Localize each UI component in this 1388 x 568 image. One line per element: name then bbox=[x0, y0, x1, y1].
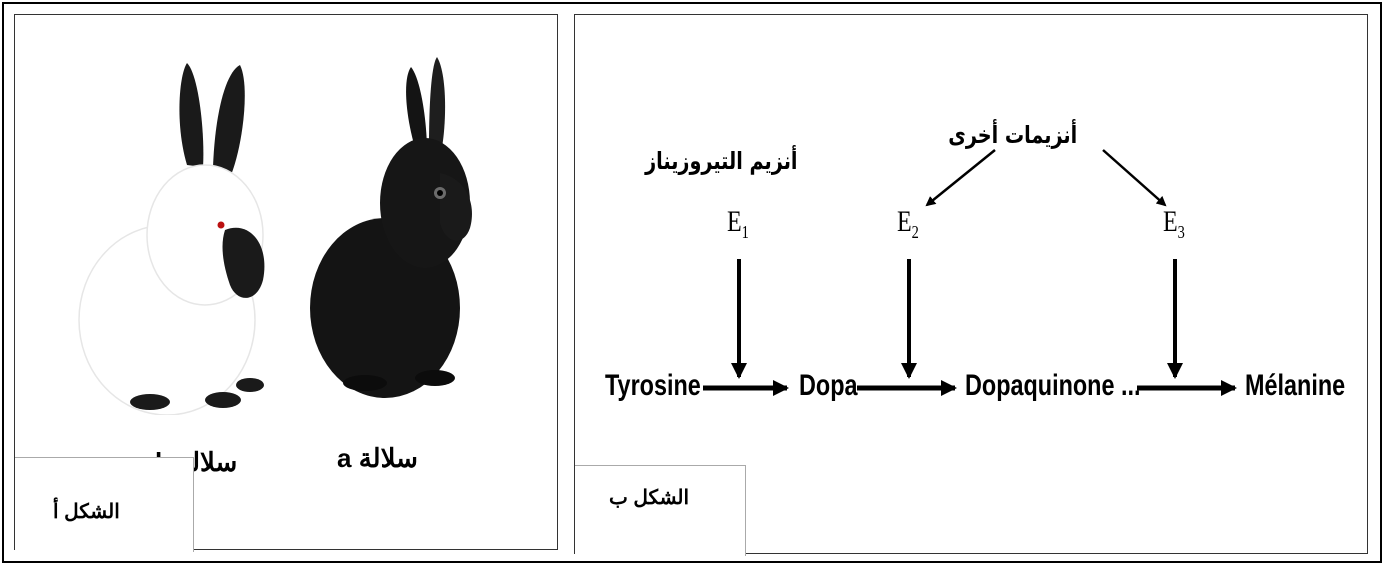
enzyme-e1-sub: 1 bbox=[741, 222, 749, 242]
enzyme-e3-letter: E bbox=[1163, 205, 1178, 238]
tyrosinase-label: أنزيم التيروزيناز bbox=[644, 147, 797, 175]
compound-dopa: Dopa bbox=[799, 369, 858, 402]
figure-b-caption-box bbox=[575, 465, 746, 556]
figure-b-caption: الشكل ب bbox=[609, 487, 690, 509]
compound-melanine: Mélanine bbox=[1245, 369, 1346, 402]
compound-tyrosine: Tyrosine bbox=[605, 369, 701, 402]
enzyme-e2: E2 bbox=[897, 205, 919, 243]
figure-b-panel: الشكل ب Tyrosine Dopa Dopaquinone ... Mé… bbox=[574, 14, 1368, 556]
enzyme-e1: E1 bbox=[727, 205, 749, 243]
black-rabbit-image bbox=[310, 57, 472, 398]
white-rabbit-image bbox=[78, 63, 265, 415]
enzyme-e2-sub: 2 bbox=[911, 222, 919, 242]
other-enzymes-arrow-right bbox=[1102, 149, 1167, 207]
compound-dopaquinone: Dopaquinone ... bbox=[965, 369, 1141, 402]
figure-a-caption-box bbox=[15, 457, 194, 552]
other-enzymes-label: أنزيمات أخرى bbox=[948, 121, 1077, 149]
enzyme-e3: E3 bbox=[1163, 205, 1185, 243]
enzyme-e2-letter: E bbox=[897, 205, 912, 238]
breed-a-letter: a bbox=[337, 443, 352, 473]
breed-a-label: سلالة a bbox=[337, 443, 418, 474]
other-enzymes-arrow-left bbox=[925, 149, 996, 207]
figure-a-panel: سلالة b سلالة a الشكل أ bbox=[14, 14, 558, 552]
enzyme-e3-sub: 3 bbox=[1177, 222, 1185, 242]
melanin-pathway-diagram bbox=[703, 149, 1237, 396]
breed-a-word: سلالة bbox=[358, 443, 418, 473]
enzyme-e1-letter: E bbox=[727, 205, 742, 238]
figure-a-caption: الشكل أ bbox=[53, 501, 120, 523]
